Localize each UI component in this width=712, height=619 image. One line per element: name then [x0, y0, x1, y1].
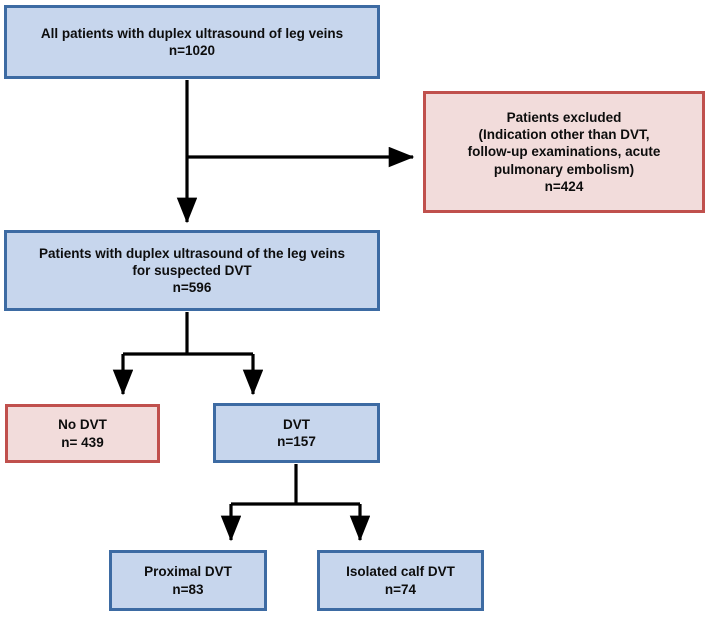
edge-dvt-split	[220, 464, 371, 542]
node-dvt: DVT n=157	[213, 403, 380, 463]
node-excluded-line-4: pulmonary embolism)	[493, 161, 635, 177]
node-isolated-calf-dvt-label: Isolated calf DVT	[346, 564, 455, 580]
node-proximal-dvt-label: Proximal DVT	[144, 564, 232, 580]
node-suspected-dvt-line-1: Patients with duplex ultrasound of the l…	[38, 245, 346, 261]
node-isolated-calf-dvt-count: n=74	[384, 581, 417, 597]
node-proximal-dvt: Proximal DVT n=83	[109, 550, 267, 611]
node-no-dvt-count: n= 439	[61, 434, 104, 450]
node-all-patients: All patients with duplex ultrasound of l…	[4, 5, 380, 79]
node-no-dvt-label: No DVT	[58, 417, 107, 433]
node-proximal-dvt-count: n=83	[172, 581, 204, 597]
node-suspected-dvt-count: n=596	[172, 280, 212, 296]
node-excluded-line-1: Patients excluded	[506, 109, 622, 125]
node-isolated-calf-dvt: Isolated calf DVT n=74	[317, 550, 484, 611]
node-dvt-count: n=157	[277, 434, 316, 449]
node-suspected-dvt: Patients with duplex ultrasound of the l…	[4, 230, 380, 311]
node-all-patients-count: n=1020	[168, 43, 216, 58]
node-excluded: Patients excluded (Indication other than…	[423, 91, 705, 213]
node-all-patients-label: All patients with duplex ultrasound of l…	[40, 25, 344, 41]
node-dvt-label: DVT	[283, 416, 310, 432]
node-excluded-line-3: follow-up examinations, acute	[467, 144, 661, 160]
node-no-dvt: No DVT n= 439	[5, 404, 160, 463]
edge-suspected-dvt-split	[112, 312, 264, 396]
node-excluded-count: n=424	[544, 178, 584, 194]
node-suspected-dvt-line-2: for suspected DVT	[132, 262, 252, 278]
node-excluded-line-2: (Indication other than DVT,	[478, 127, 650, 143]
